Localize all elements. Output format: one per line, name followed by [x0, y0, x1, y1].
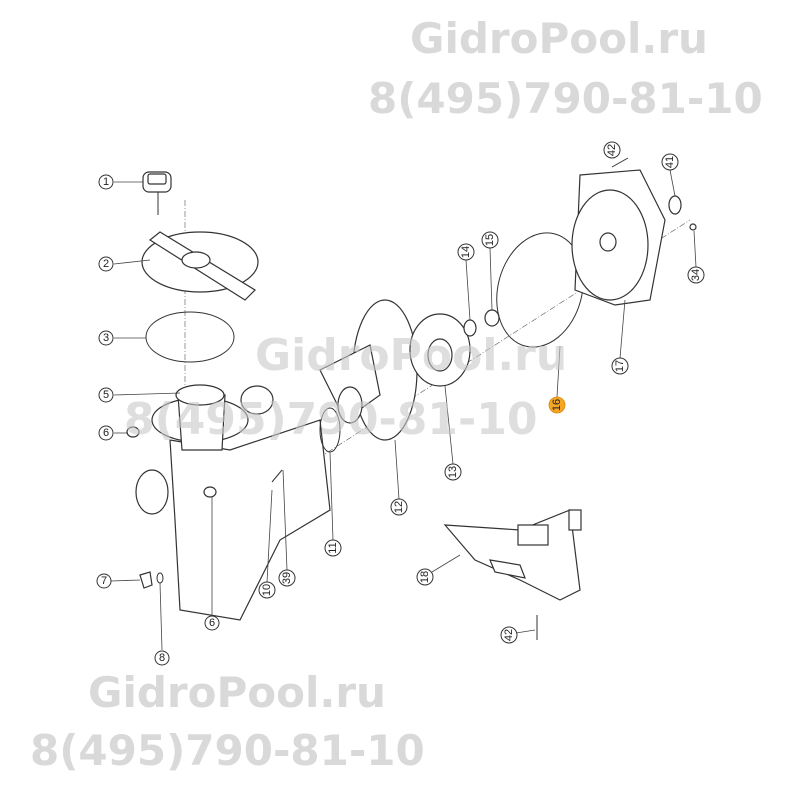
watermark-phone-bottom: 8(495)790-81-10: [30, 726, 425, 775]
callout-34: 34: [687, 266, 705, 284]
svg-text:7: 7: [101, 575, 107, 587]
callout-5: 5: [98, 387, 114, 403]
svg-text:13: 13: [447, 466, 459, 478]
callout-42: 42: [603, 141, 621, 159]
lid-part: [141, 231, 259, 301]
callout-18: 18: [416, 568, 434, 586]
watermark-site-top: GidroPool.ru: [410, 14, 708, 63]
callout-7: 7: [96, 573, 112, 589]
callout-17: 17: [611, 357, 629, 375]
impeller-part: [409, 313, 471, 387]
svg-text:34: 34: [690, 269, 702, 281]
svg-text:11: 11: [327, 542, 339, 553]
svg-text:12: 12: [393, 501, 405, 513]
callout-11: 11: [324, 539, 342, 557]
svg-text:2: 2: [103, 258, 109, 270]
callout-2: 2: [98, 256, 114, 272]
svg-text:14: 14: [460, 246, 472, 258]
svg-text:15: 15: [484, 234, 496, 246]
drain-oring-part: [156, 572, 164, 584]
svg-text:42: 42: [503, 629, 515, 641]
svg-text:42: 42: [606, 144, 618, 156]
bolt-part: [611, 157, 629, 168]
callout-6: 6: [98, 425, 114, 441]
svg-text:6: 6: [209, 617, 215, 629]
callout-3: 3: [98, 330, 114, 346]
seal-plate-part: [571, 169, 666, 306]
drain-plug-part: [139, 571, 153, 589]
watermark-phone-middle: 8(495)790-81-10: [124, 394, 538, 445]
motor-base-part: [443, 509, 582, 601]
washer-part: [668, 195, 682, 215]
leader-lines: [110, 169, 697, 651]
diffuser-part: [319, 299, 418, 441]
svg-text:5: 5: [103, 389, 109, 401]
watermark-site-bottom: GidroPool.ru: [88, 668, 386, 717]
callout-10: 10: [258, 581, 276, 599]
watermark-site-middle: GidroPool.ru: [255, 330, 568, 381]
svg-text:18: 18: [419, 571, 431, 583]
svg-text:3: 3: [103, 332, 109, 344]
svg-text:17: 17: [614, 360, 626, 372]
callout-15: 15: [481, 231, 499, 249]
nut-part: [689, 223, 697, 231]
callout-8: 8: [154, 650, 170, 666]
watermark-phone-top: 8(495)790-81-10: [368, 74, 763, 123]
svg-text:41: 41: [664, 156, 676, 168]
svg-text:8: 8: [159, 652, 165, 664]
svg-text:10: 10: [261, 584, 273, 596]
svg-text:1: 1: [103, 176, 109, 188]
callout-42: 42: [500, 626, 518, 644]
callout-41: 41: [661, 153, 679, 171]
pump-body-part: [126, 384, 331, 621]
callout-6: 6: [204, 615, 220, 631]
knob-part: [142, 171, 172, 215]
callout-16-highlighted: 16: [548, 396, 566, 414]
callout-39: 39: [278, 569, 296, 587]
callout-1: 1: [98, 174, 114, 190]
callout-13: 13: [444, 463, 462, 481]
svg-text:39: 39: [281, 572, 293, 584]
housing-gasket-part: [496, 232, 584, 348]
seal-ring-part: [484, 309, 500, 327]
callout-14: 14: [457, 243, 475, 261]
svg-text:16: 16: [551, 399, 563, 411]
svg-text:6: 6: [103, 427, 109, 439]
callout-12: 12: [390, 498, 408, 516]
lid-oring-part: [145, 311, 235, 363]
